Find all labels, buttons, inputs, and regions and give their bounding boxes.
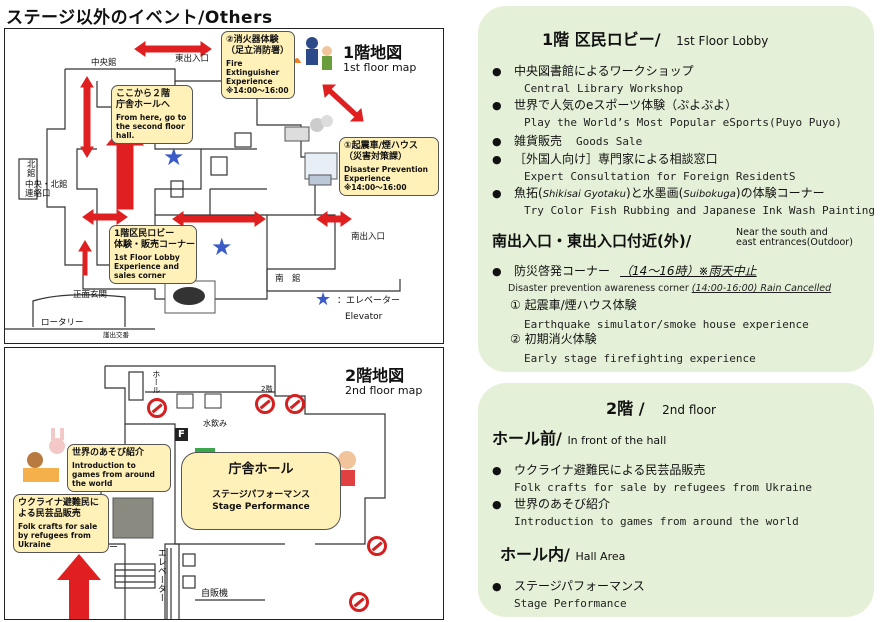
callout-fire-extinguisher-en: Fire Extinguisher Experience — [226, 58, 280, 86]
callout-hall-sub-en: Stage Performance — [212, 502, 310, 513]
disaster-en: Disaster prevention awareness corner (14… — [508, 283, 832, 294]
callout-hall-jp: 庁舎ホール — [228, 462, 294, 477]
label-south-building: 南 館 — [275, 274, 301, 284]
callout-disaster-prevention-jp: ①起震車/煙ハウス （災害対策課） — [344, 141, 418, 162]
map1-title: 1階地図 — [343, 43, 403, 62]
callout-fire-extinguisher: ②消火器体験 （足立消防署） Fire Extinguisher Experie… — [221, 31, 295, 99]
callout-lobby-en: 1st Floor Lobby Experience and sales cor… — [114, 252, 180, 280]
list-item: ●ウクライナ避難民による民芸品販売 — [492, 463, 706, 477]
list-item-en: Early stage firefighting experience — [524, 352, 756, 365]
list-item-en: Earthquake simulator/smoke house experie… — [524, 318, 809, 331]
map1-title-en: 1st floor map — [343, 60, 417, 74]
list-item-firefighting: ② 初期消火体験 — [510, 332, 597, 346]
callout-to-second-floor: ここから２階 庁舎ホールへ From here, go to the secon… — [111, 85, 193, 144]
label-police-box: 護出交番 — [103, 331, 129, 339]
label-main-gate: 正面玄関 — [73, 290, 108, 300]
map2-title: 2階地図 — [345, 366, 405, 385]
no-entry-icon — [349, 592, 369, 612]
label-north-building: 北 館 — [27, 160, 36, 180]
label-vending: 自販機 — [201, 589, 229, 599]
panel2-heading: 2階 / 2nd floor — [606, 399, 716, 418]
callout-government-hall: 庁舎ホール ステージパフォーマンス Stage Performance — [181, 452, 341, 530]
list-item: ●世界で人気のeスポーツ体験（ぷよぷよ） — [492, 98, 738, 112]
elevator-legend-jp: ：エレベーター — [337, 296, 401, 306]
panel1-heading-jp: 1階 区民ロビー/ — [542, 30, 661, 49]
label-hall-side: ホール — [151, 370, 161, 394]
callout-hall-sub-jp: ステージパフォーマンス — [211, 489, 311, 500]
callout-disaster-prevention-time: ※14:00～16:00 — [344, 182, 407, 192]
panel1-outdoor-heading: 南出入口・東出入口付近(外)/ — [492, 230, 691, 251]
callout-disaster-prevention: ①起震車/煙ハウス （災害対策課） Disaster Prevention Ex… — [339, 137, 439, 196]
callout-to-second-floor-en: From here, go to the second floor hall. — [116, 112, 187, 140]
label-elevator-2f: エレベーター — [155, 548, 166, 602]
list-item: ●［外国人向け］専門家による相談窓口 — [492, 152, 718, 166]
list-item: ●世界のあそび紹介 — [492, 497, 611, 511]
callout-world-games-jp: 世界のあそび紹介 — [72, 448, 145, 458]
label-rotary: ロータリー — [41, 318, 84, 328]
no-entry-icon — [285, 394, 305, 414]
callout-ukraine-crafts: ウクライナ避難民による民芸品販売 Folk crafts for sale by… — [13, 494, 109, 553]
label-chuokan: 中央館 — [91, 58, 117, 68]
list-item-en: Folk crafts for sale by refugees from Uk… — [514, 481, 813, 494]
list-item: ●魚拓(Shikisai Gyotaku)と水墨画(Suibokuga)の体験コ… — [492, 186, 825, 200]
label-connection: 中央・北館 連絡口 — [25, 180, 68, 200]
callout-world-games: 世界のあそび紹介 Introduction to games from arou… — [67, 444, 171, 492]
front-of-hall-heading: ホール前/ In front of the hall — [492, 429, 667, 448]
map2-title-en: 2nd floor map — [345, 383, 423, 397]
label-toilet-2f: 2階 — [261, 385, 273, 393]
label-south-entrance: 南出入口 — [351, 232, 386, 242]
callout-fire-extinguisher-jp: ②消火器体験 （足立消防署） — [226, 35, 290, 56]
callout-lobby: 1階区民ロビー 体験・販売コーナー 1st Floor Lobby Experi… — [109, 225, 197, 284]
callout-disaster-prevention-en: Disaster Prevention Experience — [344, 164, 429, 183]
no-entry-icon — [367, 536, 387, 556]
callout-ukraine-crafts-en: Folk crafts for sale by refugees from Uk… — [18, 521, 98, 549]
elevator-star-icon: ★ — [163, 143, 185, 171]
list-item-en: Central Library Workshop — [524, 82, 683, 95]
list-item-en: Introduction to games from around the wo… — [514, 515, 799, 528]
callout-fire-extinguisher-time: ※14:00～16:00 — [226, 85, 289, 95]
label-east-entrance: 東出入口 — [175, 54, 210, 64]
list-item: ●中央図書館によるワークショップ — [492, 64, 694, 78]
first-floor-panel: 1階 区民ロビー/ 1st Floor Lobby ●中央図書館によるワークショ… — [478, 6, 875, 372]
elevator-legend-star-icon: ★ — [315, 289, 332, 310]
second-floor-map: 2階地図 2nd floor map ホール 水飲み 2階 F エスカレーター … — [4, 347, 444, 620]
list-item-en: Play the World’s Most Popular eSports(Pu… — [524, 116, 842, 129]
callout-to-second-floor-jp: ここから２階 庁舎ホールへ — [116, 89, 171, 110]
list-item-en: Try Color Fish Rubbing and Japanese Ink … — [524, 204, 875, 217]
callout-world-games-en: Introduction to games from around the wo… — [72, 460, 155, 488]
panel1-heading: 1階 区民ロビー/ 1st Floor Lobby — [542, 26, 768, 50]
no-entry-icon — [147, 398, 167, 418]
list-item-en: Stage Performance — [514, 597, 627, 610]
label-water-fountain: 水飲み — [203, 419, 227, 428]
first-floor-map: 1階地図 1st floor map 中央館 東出入口 中央・北館 連絡口 北 … — [4, 28, 444, 344]
outdoor-heading-jp: 南出入口・東出入口付近(外)/ — [492, 232, 692, 250]
list-item-quake: ① 起震車/煙ハウス体験 — [510, 298, 637, 312]
panel1-heading-en: 1st Floor Lobby — [676, 34, 769, 48]
list-item-disaster: ●防災啓発コーナー（14～16時）※雨天中止 — [492, 264, 757, 278]
floor-f-badge: F — [175, 428, 188, 441]
outdoor-heading-en: Near the south and east entrances(Outdoo… — [736, 227, 853, 248]
no-entry-icon — [255, 394, 275, 414]
callout-lobby-jp: 1階区民ロビー 体験・販売コーナー — [114, 229, 196, 250]
list-item-en: Expert Consultation for Foreign Resident… — [524, 170, 796, 183]
hall-area-heading: ホール内/ Hall Area — [500, 545, 626, 564]
page-title: ステージ以外のイベント/Others — [6, 8, 273, 28]
callout-ukraine-crafts-jp: ウクライナ避難民による民芸品販売 — [18, 498, 99, 519]
second-floor-panel: 2階 / 2nd floor ホール前/ In front of the hal… — [478, 383, 874, 617]
elevator-star-icon: ★ — [211, 233, 233, 261]
list-item: ●ステージパフォーマンス — [492, 579, 645, 593]
first-floor-plan — [5, 37, 401, 330]
elevator-legend-en: Elevator — [345, 312, 383, 322]
